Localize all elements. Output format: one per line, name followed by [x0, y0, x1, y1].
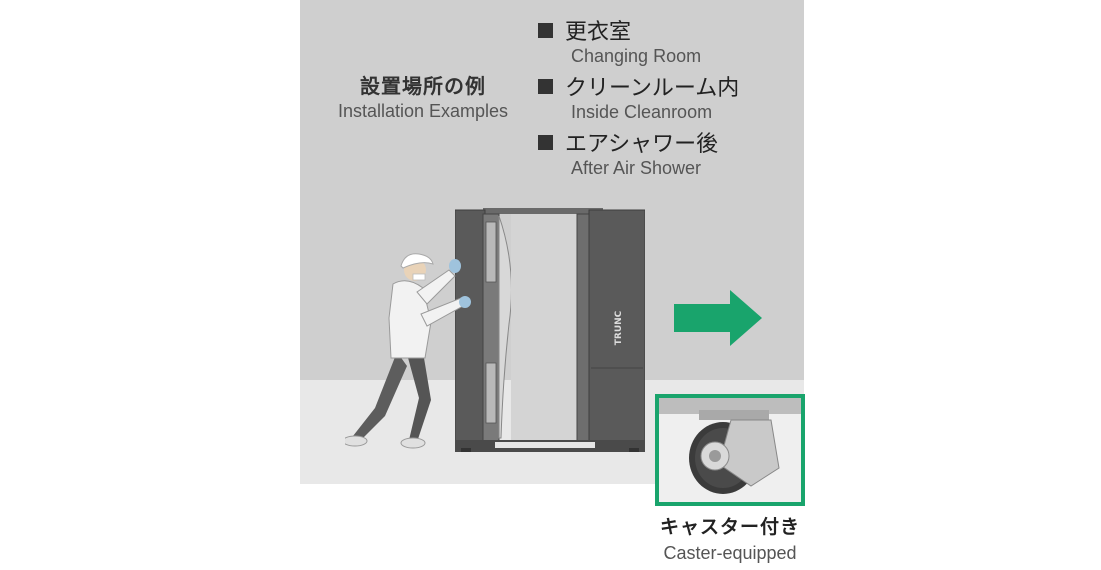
location-jp: エアシャワー後 [565, 132, 719, 157]
booth-brand-logo: TRUNC [614, 310, 624, 345]
section-title-en: Installation Examples [337, 101, 509, 121]
section-title: 設置場所の例 Installation Examples [328, 70, 518, 122]
worker-pushing-illustration [345, 253, 471, 449]
cleanroom-booth-illustration: TRUNC [455, 208, 645, 452]
arrow-right-icon [674, 290, 762, 346]
square-bullet-icon [538, 23, 553, 38]
caster-label: キャスター付き Caster-equipped [640, 512, 820, 564]
square-bullet-icon [538, 135, 553, 150]
location-jp: 更衣室 [565, 20, 632, 45]
location-jp: クリーンルーム内 [565, 76, 740, 101]
caster-label-jp: キャスター付き [659, 516, 800, 538]
location-en: Inside Cleanroom [571, 102, 713, 122]
caster-wheel-illustration [659, 398, 801, 494]
location-en: Changing Room [571, 46, 702, 66]
square-bullet-icon [538, 79, 553, 94]
caster-label-en: Caster-equipped [663, 543, 797, 563]
location-en: After Air Shower [571, 158, 702, 178]
section-title-jp: 設置場所の例 [360, 74, 486, 98]
caster-detail-frame [655, 394, 805, 506]
